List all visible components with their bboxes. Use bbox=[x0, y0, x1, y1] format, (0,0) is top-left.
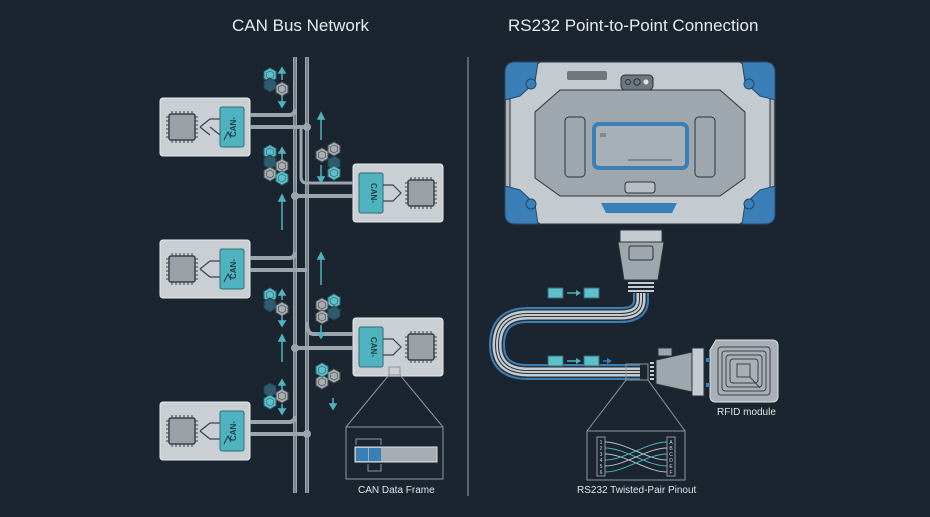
pin-label-right: B bbox=[669, 446, 673, 452]
can-node-4[interactable]: CAN- bbox=[352, 163, 444, 223]
rs232-title: RS232 Point-to-Point Connection bbox=[508, 16, 759, 35]
pin-label-right: E bbox=[669, 464, 673, 470]
pinout-caption: RS232 Twisted-Pair Pinout bbox=[577, 485, 697, 496]
pin-label-left: 1 bbox=[600, 440, 603, 446]
pin-label-right: A bbox=[669, 440, 673, 446]
pin-label-right: F bbox=[669, 470, 672, 476]
rugged-tablet[interactable] bbox=[504, 61, 776, 225]
node-1-stub bbox=[250, 108, 297, 117]
can-node-2[interactable]: CAN- bbox=[159, 239, 251, 299]
pin-label-right: D bbox=[669, 458, 673, 464]
can-label: CAN- bbox=[229, 259, 238, 279]
pin-wire bbox=[604, 447, 668, 467]
pin-wire bbox=[604, 453, 668, 473]
can-label: CAN- bbox=[369, 183, 378, 203]
can-frame-caption: CAN Data Frame bbox=[358, 485, 435, 496]
rs232-pinout bbox=[586, 379, 686, 481]
rs232-cable bbox=[488, 293, 649, 380]
pin-label-left: 2 bbox=[600, 446, 603, 452]
can-data-frame bbox=[345, 366, 444, 480]
can-node-3[interactable]: CAN- bbox=[159, 401, 251, 461]
pin-label-left: 5 bbox=[600, 464, 603, 470]
rfid-module[interactable] bbox=[706, 339, 779, 403]
can-message-packets bbox=[263, 66, 341, 416]
pin-label-left: 3 bbox=[600, 452, 603, 458]
db9-connector-top bbox=[617, 229, 665, 292]
can-node-5[interactable]: CAN- bbox=[352, 317, 444, 377]
pin-label-left: 6 bbox=[600, 470, 603, 476]
pin-label-left: 4 bbox=[600, 458, 603, 464]
rs232-data-packets bbox=[547, 287, 612, 367]
pin-label-right: C bbox=[669, 452, 673, 458]
can-label: CAN- bbox=[229, 117, 238, 137]
can-bus-lines bbox=[293, 57, 309, 493]
can-label: CAN- bbox=[369, 337, 378, 357]
can-label: CAN- bbox=[229, 421, 238, 441]
can-node-1[interactable]: CAN- bbox=[159, 97, 251, 157]
can-bus-title: CAN Bus Network bbox=[232, 16, 369, 35]
db9-connector-bottom bbox=[650, 347, 705, 397]
rfid-caption: RFID module bbox=[717, 407, 776, 418]
pin-wire bbox=[604, 441, 668, 461]
